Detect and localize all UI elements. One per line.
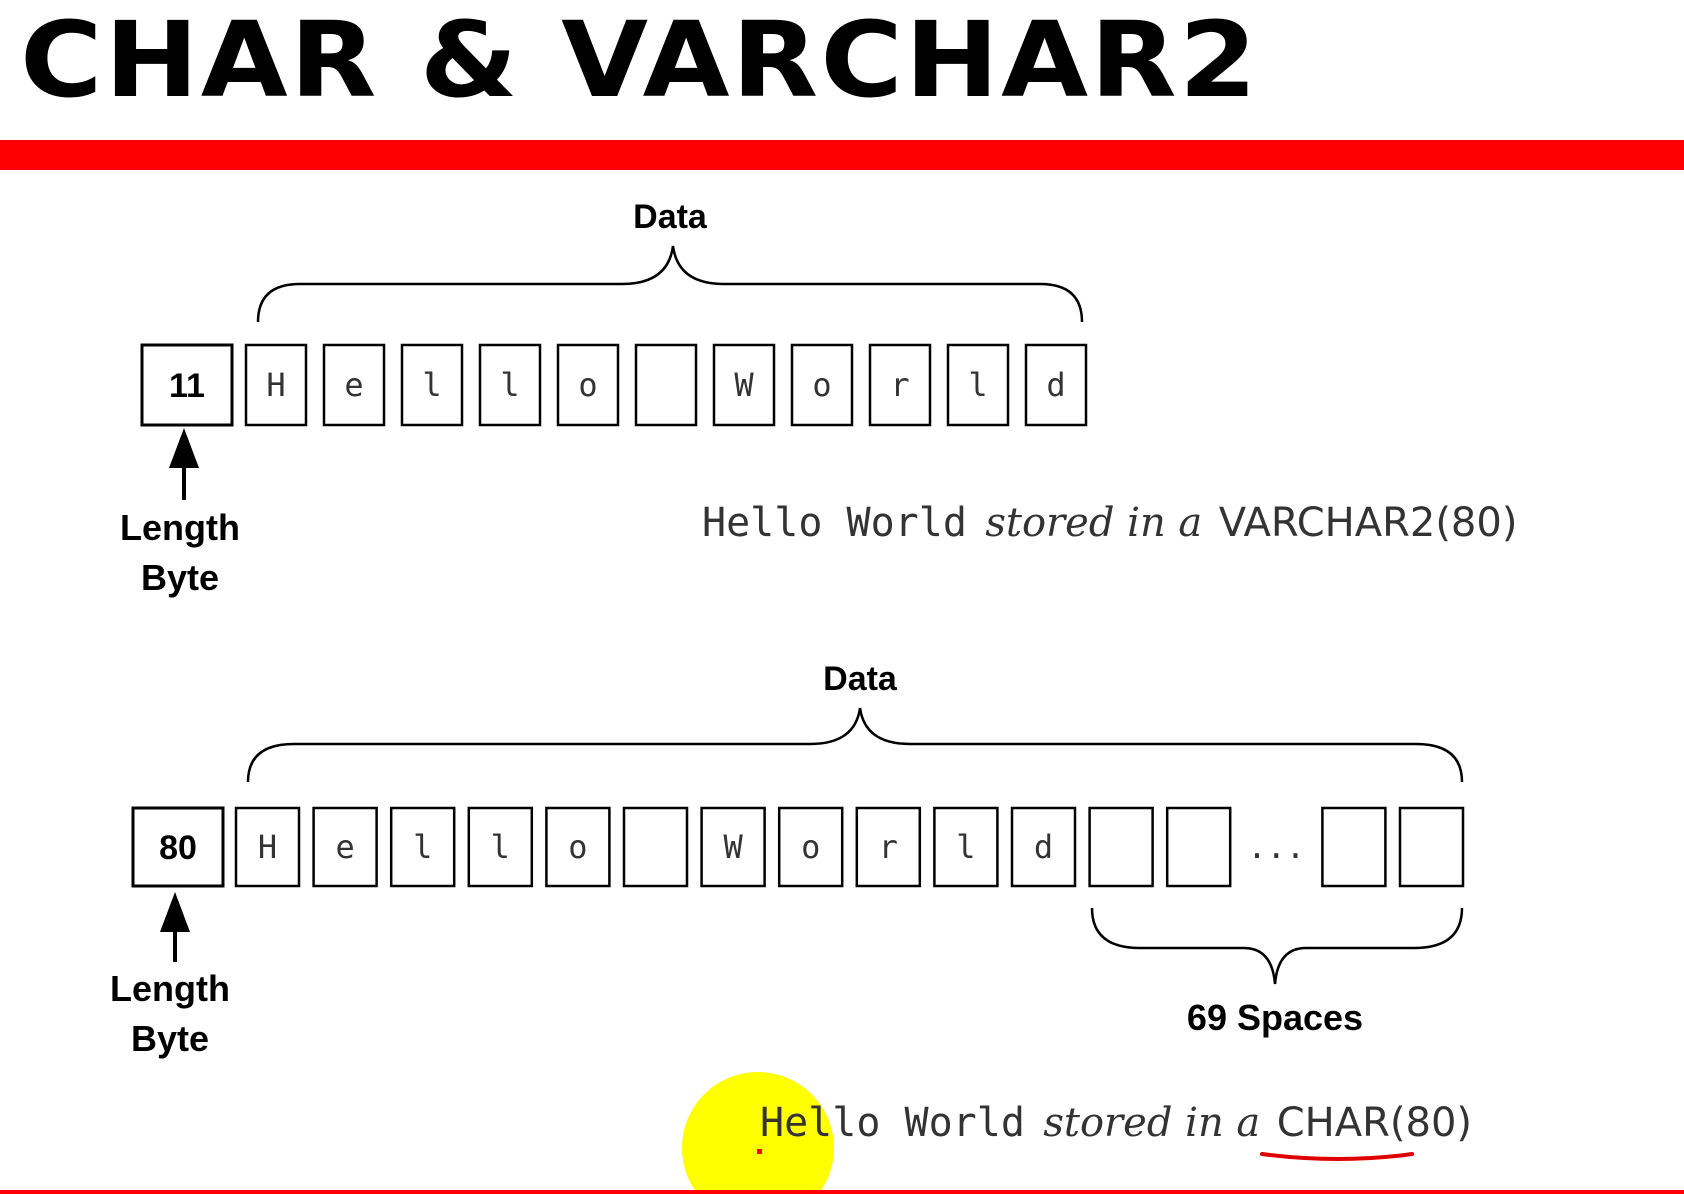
char-caption-middle: stored in a [1043,1100,1260,1146]
char-cell-box [933,806,999,888]
char-cell-char: l [491,828,510,866]
varchar2-caption: Hello World stored in a VARCHAR2(80) [702,500,1517,546]
char-cell-box [1010,806,1077,888]
varchar2-cell-box [790,343,854,427]
char-cell-char: e [335,828,354,866]
varchar2-cell-char: W [734,366,754,404]
varchar2-length-value: 11 [169,367,205,405]
spaces-label: 69 Spaces [1187,997,1363,1038]
varchar2-cell-box [712,343,776,427]
varchar2-cell-box [244,343,308,427]
varchar2-cell-char: o [578,366,597,404]
varchar2-data-label: Data [633,198,708,236]
char-caption-type: CHAR(80) [1277,1100,1472,1146]
char-cell-box [545,806,611,888]
char-cell-box [467,806,534,888]
varchar2-cell-box [868,343,932,427]
varchar2-cell-box [322,343,386,427]
varchar2-data-brace [256,245,1084,323]
varchar2-cell-char: l [500,366,519,404]
char-cell-char: l [413,828,432,866]
char-cell-box [234,806,301,888]
varchar2-cell-char: l [968,366,987,404]
char-cell-box [855,806,922,888]
title-underline-bar [0,140,1684,170]
varchar2-cell-char: e [344,366,363,404]
char-cell-box [1165,806,1232,888]
char-length-value: 80 [159,829,197,867]
bottom-red-line [0,1190,1684,1194]
char-cell-box [777,806,844,888]
varchar2-caption-prefix: Hello World [702,500,967,546]
varchar2-length-label-line2: Byte [141,557,219,598]
char-length-box [131,806,225,888]
char-caption: Hello World stored in a CHAR(80) [760,1100,1472,1146]
char-cell-box [1088,806,1154,888]
char-cell-box [622,806,689,888]
char-ellipsis: ... [1247,828,1305,866]
varchar2-cell-char: r [890,366,909,404]
char-cell-char: l [956,828,975,866]
char-data-brace [246,707,1464,783]
char-length-arrow [160,892,190,962]
char-cell-box [312,806,378,888]
char-cell-char: H [258,828,277,866]
char-cell-box [1398,806,1465,888]
varchar2-length-arrow [169,428,199,500]
char-cell-char: o [568,828,587,866]
cursor-dot [757,1149,762,1154]
varchar2-cell-char: d [1046,366,1065,404]
varchar2-caption-type: VARCHAR2(80) [1219,500,1518,546]
varchar2-cell-box [556,343,620,427]
char-cell-char: o [801,828,820,866]
spaces-brace [1090,907,1464,985]
char-cell-char: r [879,828,898,866]
char-data-label: Data [823,660,898,698]
slide-title: CHAR & VARCHAR2 [20,0,1260,121]
varchar2-cell-box [634,343,698,427]
char-length-label-line1: Length [110,968,230,1009]
varchar2-cell-char: o [812,366,831,404]
char-cell-char: d [1034,828,1053,866]
char-type-underline [1260,1152,1414,1161]
varchar2-cell-char: l [422,366,441,404]
varchar2-caption-middle: stored in a [985,500,1202,546]
varchar2-length-label-line1: Length [120,507,240,548]
varchar2-cell-box [946,343,1010,427]
char-caption-prefix: Hello World [760,1100,1025,1146]
char-cell-box [1321,806,1387,888]
char-cell-box [700,806,766,888]
varchar2-cell-char: H [266,366,285,404]
varchar2-cell-box [478,343,542,427]
varchar2-length-box [140,343,234,427]
varchar2-cell-box [1024,343,1088,427]
char-length-label-line2: Byte [131,1018,209,1059]
cursor-highlight [682,1072,834,1194]
char-cell-box [389,806,456,888]
varchar2-cell-box [400,343,464,427]
char-cell-char: W [723,828,743,866]
